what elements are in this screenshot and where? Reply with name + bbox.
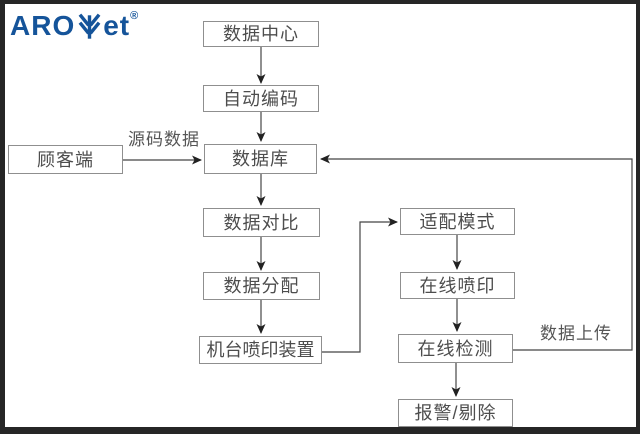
node-data-distribution: 数据分配 — [203, 272, 320, 300]
node-data-center: 数据中心 — [203, 21, 319, 47]
logo-text-right: et — [103, 10, 131, 41]
node-database: 数据库 — [204, 144, 317, 174]
registered-trademark: ® — [130, 10, 139, 22]
node-machine-printing: 机台喷印装置 — [199, 336, 322, 364]
node-auto-encoding: 自动编码 — [203, 85, 319, 112]
edge-label-data-upload: 数据上传 — [540, 324, 612, 343]
node-online-detection: 在线检测 — [398, 334, 513, 363]
node-online-printing: 在线喷印 — [400, 272, 515, 299]
node-customer: 顾客端 — [8, 145, 123, 174]
brand-logo: ARO et ® — [10, 11, 138, 45]
node-data-comparison: 数据对比 — [203, 208, 320, 237]
edge-label-source-data: 源码数据 — [128, 130, 200, 149]
leaf-icon — [77, 13, 102, 45]
node-adaptation-mode: 适配模式 — [400, 208, 515, 235]
node-alarm-rejection: 报警/剔除 — [398, 399, 513, 427]
logo-text-left: ARO — [10, 10, 76, 41]
